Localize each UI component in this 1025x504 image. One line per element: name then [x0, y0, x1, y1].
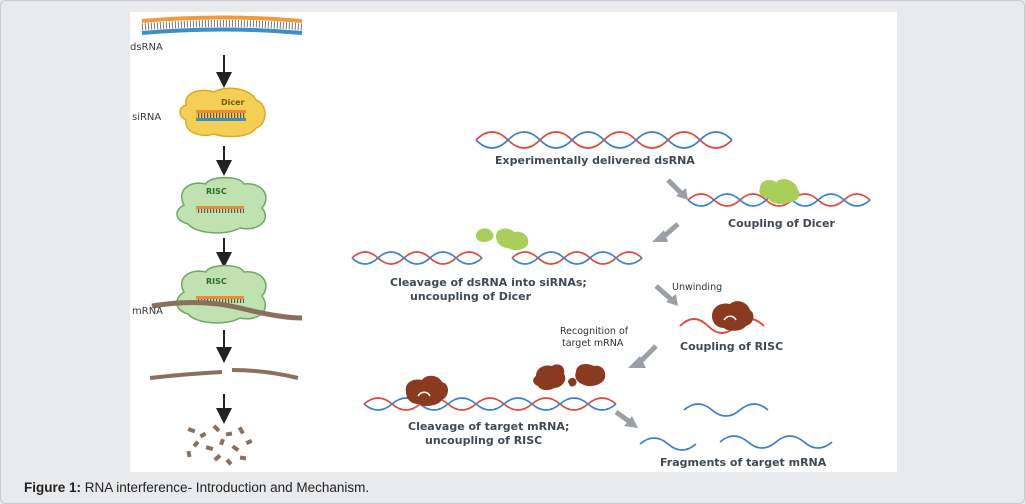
arrow-to-dicer — [666, 178, 684, 196]
risc-complex-1 — [176, 176, 267, 234]
step-delivered-label: Experimentally delivered dsRNA — [495, 154, 695, 167]
mrna-label: mRNA — [132, 306, 163, 317]
step-target-cleavage-line1: Cleavage of target mRNA; — [408, 420, 569, 433]
step-cleavage-line1: Cleavage of dsRNA into siRNAs; — [390, 276, 587, 289]
step-fragments-label: Fragments of target mRNA — [660, 456, 827, 469]
arrow-to-fragments — [614, 409, 632, 425]
step-recognition-line2: target mRNA — [562, 338, 624, 349]
mrna-strand — [151, 299, 303, 321]
figure-caption: Figure 1: RNA interference- Introduction… — [24, 480, 369, 495]
dsrna-label: dsRNA — [130, 42, 163, 53]
sirna-label: siRNA — [132, 112, 161, 123]
step-recognition-line1: Recognition of — [560, 326, 629, 337]
dicer-tag: Dicer — [221, 98, 245, 107]
dicer-coupled-dsrna — [687, 179, 871, 207]
target-mrna-cleavage — [363, 364, 617, 411]
arrow-to-risc — [654, 284, 674, 302]
dsrna-duplex — [141, 15, 303, 35]
risc-tag-2: RISC — [206, 277, 227, 286]
caption-text: RNA interference- Introduction and Mecha… — [81, 480, 370, 495]
step-target-cleavage-line2: uncoupling of RISC — [425, 434, 542, 447]
cleaved-mrna — [149, 368, 299, 380]
arrow-to-recognition — [638, 344, 658, 364]
caption-label: Figure 1: — [24, 480, 82, 495]
step-coupling-dicer-label: Coupling of Dicer — [728, 217, 835, 230]
risc-coupled-strand — [679, 301, 765, 334]
degraded-fragments — [186, 424, 253, 466]
step-unwinding-label: Unwinding — [672, 282, 722, 293]
dicer-complex — [179, 87, 266, 138]
step-cleavage-line2: uncoupling of Dicer — [410, 290, 532, 303]
risc-tag-1: RISC — [206, 187, 227, 196]
sirna-fragments — [351, 228, 643, 265]
step-coupling-risc-label: Coupling of RISC — [680, 340, 783, 353]
delivered-dsrna — [475, 131, 733, 149]
risc-complex-2 — [176, 264, 267, 324]
target-mrna-fragments — [639, 403, 833, 451]
